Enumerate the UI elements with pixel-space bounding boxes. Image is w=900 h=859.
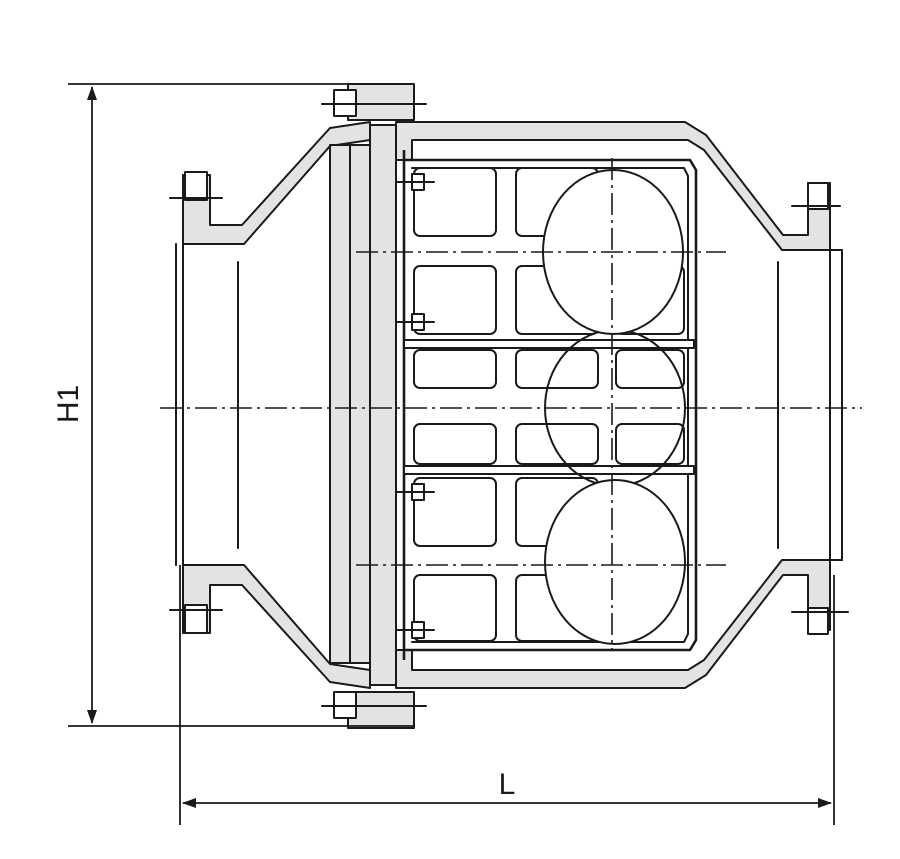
body-flange <box>321 83 427 729</box>
h1-label: H1 <box>52 385 85 423</box>
floating-balls <box>542 169 686 645</box>
ball-lower <box>544 479 686 645</box>
dimension-h1: H1 <box>52 83 414 727</box>
center-lines <box>160 158 862 650</box>
cage-screws <box>395 173 435 639</box>
l-label: L <box>499 768 516 801</box>
inlet-flange <box>169 121 371 689</box>
dimension-l: L <box>179 565 835 825</box>
valve-body-shell <box>395 121 849 689</box>
